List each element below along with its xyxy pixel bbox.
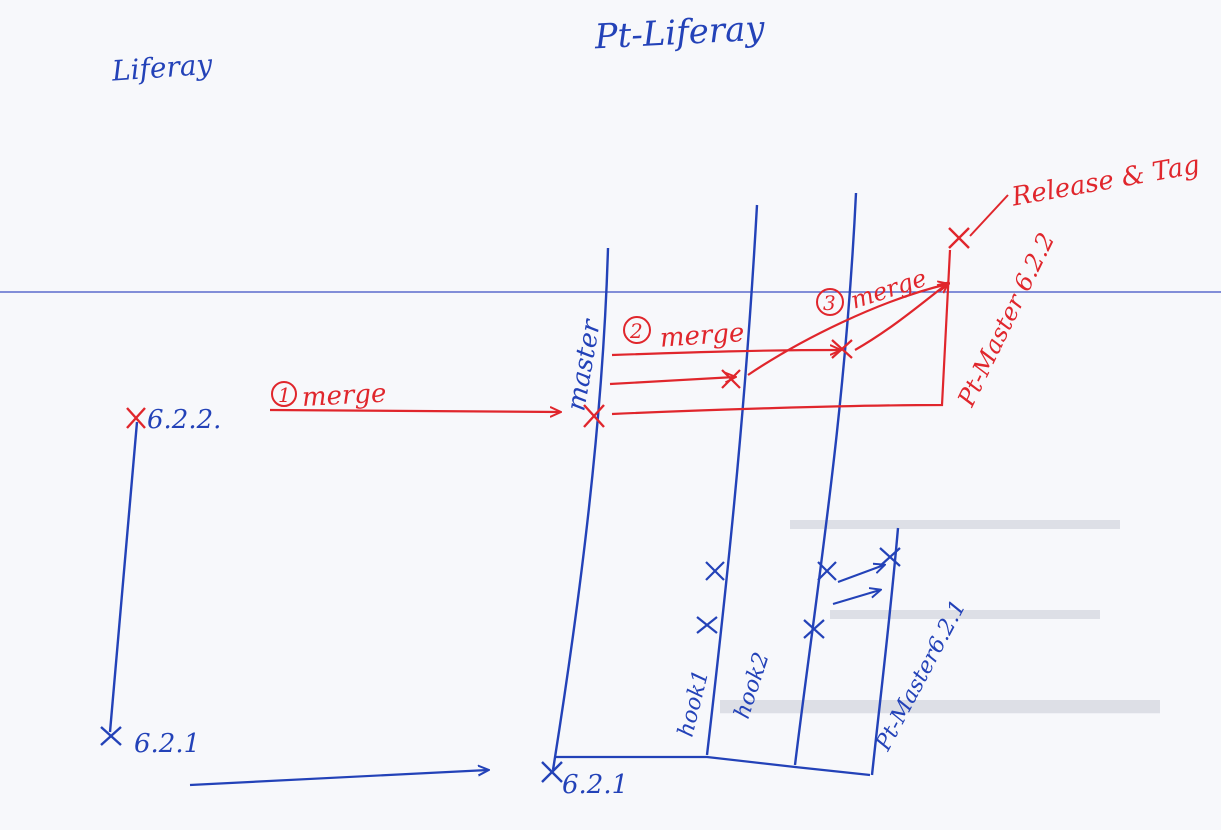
base-connector — [555, 755, 871, 777]
hook1-commits — [696, 561, 725, 634]
commit-mark-621-left — [100, 726, 122, 746]
merge1-number: 1 — [278, 383, 291, 407]
version-label-621-left: 6.2.1 — [134, 729, 200, 759]
svg-text:▬▬▬▬▬▬▬▬▬▬▬: ▬▬▬▬▬▬▬▬▬▬▬ — [790, 513, 1120, 546]
bleed-through-background: ▬▬▬▬▬▬▬▬▬▬ ▬▬▬▬▬▬▬▬▬ ▬▬▬▬▬▬▬▬▬▬▬ — [720, 513, 1160, 739]
version-label-pt-621: 6.2.1 — [562, 770, 628, 800]
arrow-to-pt-621 — [189, 770, 488, 787]
hook2-commits — [803, 561, 837, 639]
release-leader-line — [969, 194, 1009, 237]
master-merge-commit — [583, 404, 605, 428]
svg-text:▬▬▬▬▬▬▬▬▬: ▬▬▬▬▬▬▬▬▬ — [830, 603, 1100, 636]
commit-mark-622 — [126, 407, 146, 429]
branch-label-hook1: hook1 — [674, 667, 715, 739]
version-label-622: 6.2.2. — [147, 405, 221, 435]
merge3-arrow-from-hook1 — [747, 284, 948, 376]
hook2-merge-commit — [831, 339, 853, 359]
arrow-hook2-to-ptmaster-b — [832, 590, 880, 605]
arrow-hook2-to-ptmaster-a — [837, 565, 884, 583]
commit-mark-pt-621 — [541, 761, 563, 783]
hook2-branch-line — [793, 192, 858, 766]
release-commit — [948, 227, 970, 249]
master-branch-line — [551, 247, 610, 771]
release-tag-label: Release & Tag — [1009, 150, 1202, 213]
merge2-line-to-hook1 — [609, 377, 735, 386]
master-to-ptmaster-line — [611, 249, 952, 416]
merge2-label: merge — [659, 318, 745, 354]
merge2-number-circle — [623, 316, 651, 344]
merge1-label: merge — [301, 379, 387, 413]
hook1-branch-line — [705, 204, 759, 756]
hook1-merge-commit — [721, 369, 741, 389]
title-liferay: Liferay — [110, 48, 215, 88]
title-pt-liferay: Pt-Liferay — [593, 9, 767, 58]
branch-label-pt-master-622: Pt-Master 6.2.2 — [952, 228, 1061, 411]
merge3-number: 3 — [823, 291, 836, 315]
liferay-branch-line — [108, 421, 139, 733]
merge2-number: 2 — [629, 319, 643, 343]
merge3-arrow-from-hook2 — [854, 283, 948, 351]
pt-master-621-commit — [879, 547, 901, 567]
merge3-number-circle — [816, 288, 844, 316]
merge1-arrow — [269, 410, 560, 412]
svg-text:▬▬▬▬▬▬▬▬▬▬: ▬▬▬▬▬▬▬▬▬▬ — [720, 690, 1160, 739]
merge1-number-circle — [271, 381, 297, 407]
merge2-line-to-hook2 — [611, 350, 840, 357]
